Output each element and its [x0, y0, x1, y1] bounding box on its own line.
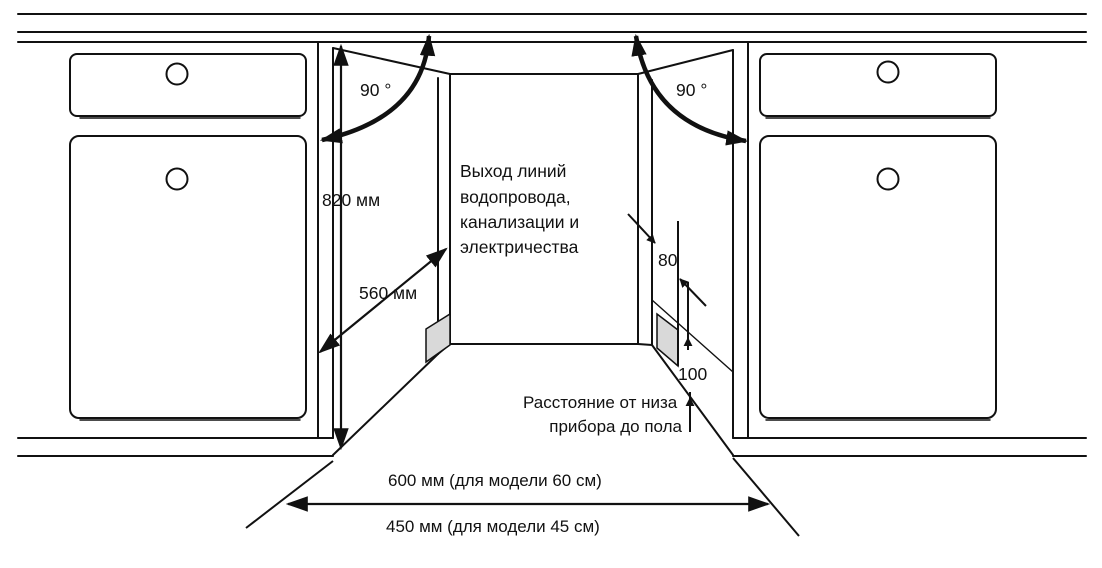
right-drawer-knob-icon [876, 60, 900, 84]
left-cabinet [69, 41, 334, 439]
height-label: 820 мм [322, 190, 380, 210]
width-600-label: 600 мм (для модели 60 см) [388, 471, 602, 490]
right-door [759, 135, 997, 419]
right-plinth-panel [656, 312, 679, 368]
width-dimension [245, 457, 800, 537]
floor-line [17, 437, 1087, 457]
angle-label-left: 90 ° [360, 80, 391, 100]
dim-80-label: 80 [658, 250, 678, 270]
right-door-knob-icon [876, 167, 900, 191]
right-drawer [759, 53, 997, 117]
dim-100-label: 100 [678, 364, 707, 384]
left-drawer-knob-icon [165, 62, 189, 86]
utility-note-line-2: водопровода, [460, 187, 571, 207]
dimension-100 [683, 282, 695, 432]
utility-note: Выход линий водопровода, канализации и э… [460, 161, 584, 257]
utility-note-line-3: канализации и [460, 212, 579, 232]
width-450-label: 450 мм (для модели 45 см) [386, 517, 600, 536]
floor-note-line-1: Расстояние от низа [523, 393, 678, 412]
floor-note: Расстояние от низа прибора до пола [523, 393, 683, 436]
left-door [69, 135, 307, 419]
dimension-80 [627, 213, 707, 366]
right-cabinet [732, 41, 997, 439]
countertop [17, 13, 1087, 43]
left-drawer [69, 53, 307, 117]
utility-note-line-1: Выход линий [460, 161, 566, 181]
floor-note-line-2: прибора до пола [549, 417, 682, 436]
angle-label-right: 90 ° [676, 80, 707, 100]
angle-arc-right [631, 33, 749, 146]
left-door-knob-icon [165, 167, 189, 191]
utility-note-line-4: электричества [460, 237, 579, 257]
depth-dimension-line [318, 247, 448, 354]
depth-label: 560 мм [359, 283, 417, 303]
